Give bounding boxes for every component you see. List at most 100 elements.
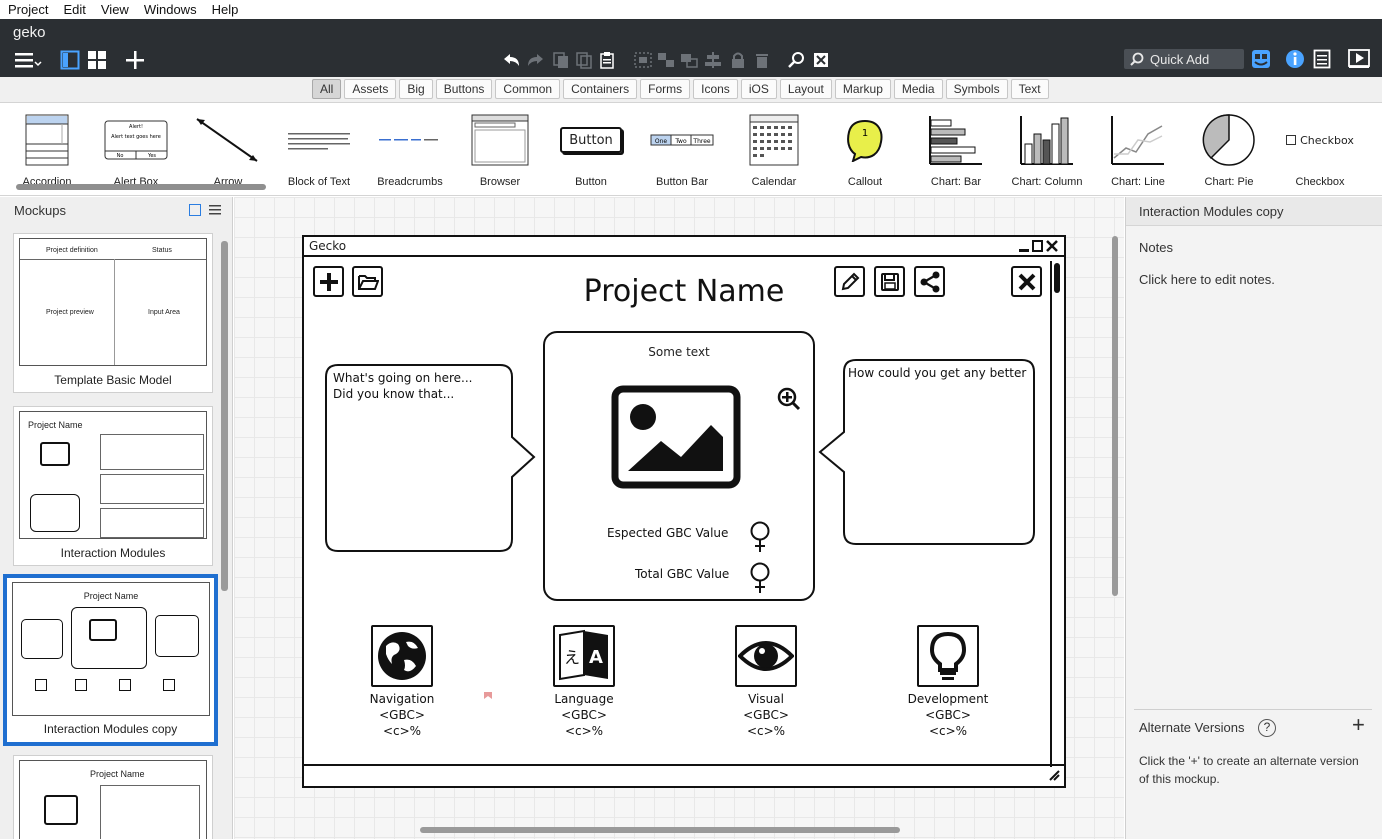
filter-big[interactable]: Big [399, 79, 433, 99]
quick-add-input[interactable]: Quick Add [1124, 49, 1244, 69]
mockups-scrollbar[interactable] [221, 241, 228, 591]
filter-containers[interactable]: Containers [563, 79, 638, 99]
x-icon [1018, 273, 1035, 290]
mockup-caption: Interaction Modules [60, 546, 166, 560]
filter-text[interactable]: Text [1010, 79, 1049, 99]
canvas-horizontal-scrollbar[interactable] [420, 827, 900, 833]
library-item-breadcrumbs[interactable]: Breadcrumbs [365, 110, 455, 190]
ungroup-icon[interactable] [655, 49, 677, 71]
hamburger-menu-icon[interactable] [14, 49, 42, 71]
mockup-thumbnail-template[interactable]: Project definition Status Project previe… [13, 233, 213, 393]
accordion-icon [2, 110, 92, 170]
close-icon[interactable] [1046, 239, 1058, 253]
link-marker-icon[interactable] [482, 689, 494, 701]
menu-edit[interactable]: Edit [63, 2, 86, 17]
filter-common[interactable]: Common [495, 79, 561, 99]
group-icon[interactable] [632, 49, 654, 71]
menu-bar: Project Edit View Windows Help [0, 0, 1382, 19]
clear-icon[interactable] [810, 49, 832, 71]
menu-view[interactable]: View [100, 2, 129, 17]
library-item-calendar[interactable]: Calendar [729, 110, 819, 190]
canvas-vertical-scrollbar[interactable] [1112, 236, 1118, 596]
mockup-window[interactable]: Gecko Project Name What's going on here.… [302, 235, 1066, 788]
filter-media[interactable]: Media [893, 79, 943, 99]
library-item-arrow[interactable]: Arrow [183, 110, 273, 190]
notes-edit-area[interactable]: Click here to edit notes. [1139, 272, 1275, 287]
filter-layout[interactable]: Layout [779, 79, 832, 99]
image-placeholder-icon [611, 385, 741, 489]
duplicate-icon[interactable] [573, 49, 595, 71]
lightbulb-icon [917, 625, 979, 687]
image-icon [44, 795, 78, 825]
filter-all[interactable]: All [312, 79, 342, 99]
close-button[interactable] [1011, 266, 1042, 297]
open-folder-button[interactable] [352, 266, 383, 297]
zoom-in-icon[interactable] [777, 387, 801, 411]
mockup-scrollbar[interactable] [1050, 261, 1062, 767]
menu-help[interactable]: Help [211, 2, 239, 17]
mockup-thumbnail-fourth[interactable]: Project Name [13, 755, 213, 839]
library-item-chart-bar[interactable]: Chart: Bar [911, 110, 1001, 190]
library-item-accordion[interactable]: Accordion [2, 110, 92, 190]
filter-buttons[interactable]: Buttons [435, 79, 493, 99]
mockup-thumbnail-interaction-modules[interactable]: Project Name Interaction Modules [13, 406, 213, 566]
library-scrollbar[interactable] [16, 184, 266, 190]
quick-add-placeholder: Quick Add [1150, 51, 1210, 67]
redo-icon[interactable] [525, 49, 547, 71]
filter-ios[interactable]: iOS [740, 79, 777, 99]
maximize-icon[interactable] [1032, 239, 1043, 253]
add-alternate-version-button[interactable]: + [1352, 712, 1365, 737]
copy-icon[interactable] [550, 49, 572, 71]
mockup-thumbnail-interaction-modules-copy[interactable]: Project Name Interaction Modules copy [3, 574, 218, 746]
share-button[interactable] [914, 266, 945, 297]
save-button[interactable] [874, 266, 905, 297]
resize-handle-icon[interactable] [1048, 769, 1060, 781]
align-icon[interactable] [702, 49, 724, 71]
module-visual[interactable]: Visual <GBC> <c>% [706, 625, 826, 739]
library-item-button[interactable]: Button Button [546, 110, 636, 190]
library-item-block-of-text[interactable]: Block of Text [274, 110, 364, 190]
library-item-checkbox[interactable]: Checkbox Checkbox [1275, 110, 1365, 190]
thumbnail-view-icon[interactable] [189, 204, 201, 216]
library-item-chart-column[interactable]: Chart: Column [1002, 110, 1092, 190]
module-percent: <c>% [382, 724, 422, 738]
grid-view-icon[interactable] [86, 49, 108, 71]
filter-assets[interactable]: Assets [344, 79, 397, 99]
center-panel-title: Some text [648, 345, 710, 359]
minimize-icon[interactable] [1019, 239, 1029, 253]
menu-project[interactable]: Project [8, 2, 49, 17]
properties-icon[interactable] [1311, 48, 1333, 70]
filter-markup[interactable]: Markup [834, 79, 891, 99]
module-development[interactable]: Development <GBC> <c>% [888, 625, 1008, 739]
chart-pie-icon [1184, 110, 1274, 170]
single-view-icon[interactable] [59, 49, 81, 71]
lock-icon[interactable] [727, 49, 749, 71]
edit-button[interactable] [834, 266, 865, 297]
presentation-icon[interactable] [1348, 48, 1370, 70]
paste-icon[interactable] [596, 49, 618, 71]
filter-forms[interactable]: Forms [640, 79, 691, 99]
library-item-label: Button [575, 176, 607, 188]
module-navigation[interactable]: Navigation <GBC> <c>% [342, 625, 462, 739]
help-icon[interactable]: ? [1258, 719, 1276, 737]
add-button[interactable] [313, 266, 344, 297]
project-info-icon[interactable] [1250, 48, 1272, 70]
find-icon[interactable] [786, 49, 808, 71]
filter-symbols[interactable]: Symbols [945, 79, 1008, 99]
library-item-chart-pie[interactable]: Chart: Pie [1184, 110, 1274, 190]
library-item-chart-line[interactable]: Chart: Line [1093, 110, 1183, 190]
menu-windows[interactable]: Windows [143, 2, 197, 17]
list-view-icon[interactable] [209, 204, 221, 219]
arrange-icon[interactable] [678, 49, 700, 71]
library-item-callout[interactable]: 1 Callout [820, 110, 910, 190]
filter-icons[interactable]: Icons [693, 79, 738, 99]
add-icon[interactable] [124, 49, 146, 71]
library-item-browser[interactable]: Browser [455, 110, 545, 190]
trash-icon[interactable] [751, 49, 773, 71]
info-icon[interactable] [1284, 48, 1306, 70]
undo-icon[interactable] [500, 49, 522, 71]
